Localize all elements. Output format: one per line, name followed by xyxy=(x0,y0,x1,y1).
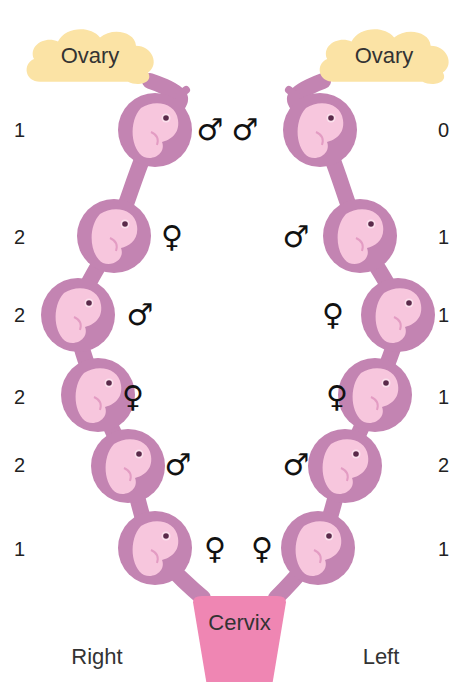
count-number: 2 xyxy=(14,305,25,325)
ovary-cloud xyxy=(27,29,154,84)
count-number: 1 xyxy=(438,539,449,559)
sex-symbol: ♀ xyxy=(122,382,144,412)
sex-symbol: ♀ xyxy=(161,222,183,252)
sex-symbol: ♀ xyxy=(322,300,344,330)
sex-symbol: ♂ xyxy=(283,450,310,480)
count-number: 1 xyxy=(438,387,449,407)
cervix: Cervix xyxy=(193,596,286,682)
side-label: Left xyxy=(363,646,400,668)
count-number: 1 xyxy=(14,120,25,140)
cervix-shape xyxy=(193,596,286,682)
ovary-label: Ovary xyxy=(61,43,120,69)
cervix-shape xyxy=(193,596,286,682)
count-number: 2 xyxy=(14,227,25,247)
ovary-cloud xyxy=(320,29,449,84)
sex-symbol: ♀ xyxy=(251,534,273,564)
ovary: Ovary xyxy=(313,25,455,87)
sex-symbol: ♂ xyxy=(283,222,310,252)
sex-symbol: ♀ xyxy=(204,534,226,564)
sex-symbol: ♂ xyxy=(232,115,259,145)
side-label: Right xyxy=(71,646,122,668)
sex-symbol: ♂ xyxy=(127,300,154,330)
count-number: 0 xyxy=(438,120,449,140)
count-number: 1 xyxy=(438,305,449,325)
count-number: 2 xyxy=(14,455,25,475)
ovary-label: Ovary xyxy=(355,43,414,69)
count-number: 1 xyxy=(14,539,25,559)
sex-symbol: ♂ xyxy=(197,115,224,145)
cervix-label: Cervix xyxy=(208,610,270,636)
ovary: Ovary xyxy=(20,25,160,87)
count-number: 1 xyxy=(438,227,449,247)
sex-symbol: ♀ xyxy=(326,382,348,412)
count-number: 2 xyxy=(438,455,449,475)
count-number: 2 xyxy=(14,387,25,407)
sex-symbol: ♂ xyxy=(165,450,192,480)
